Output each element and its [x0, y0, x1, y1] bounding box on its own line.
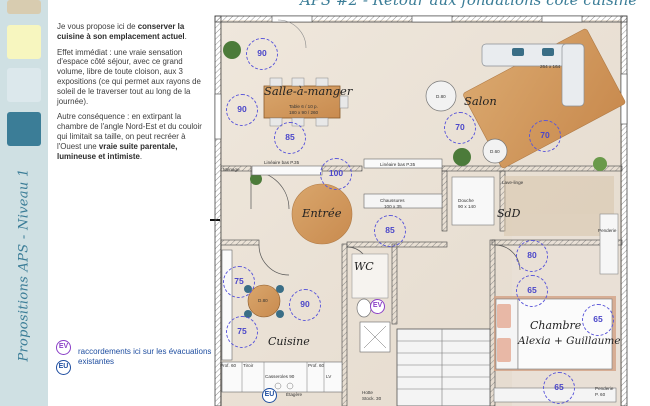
room-label-chambre: Chambre: [530, 319, 582, 332]
legend-text: raccordements ici sur les évacuations ex…: [78, 347, 212, 366]
room-label-sdd: SdD: [497, 207, 521, 220]
lux-circle: 70: [444, 112, 476, 144]
intro-p3-end: .: [139, 151, 143, 161]
annotation-table-dims: 180 x 90 / 260: [289, 110, 319, 115]
page-title: APS #2 - Retour aux fondations côté cuis…: [300, 0, 638, 9]
annotation-kitchen-6: Étagère: [286, 392, 303, 397]
annotation-kitchen-4: Prof. 60: [308, 363, 325, 368]
eu-badge: EU: [262, 388, 277, 403]
legend-eu-badge: EU: [56, 360, 71, 375]
sidebar: Propositions APS - Niveau 1: [0, 0, 48, 406]
color-swatch-beige: [7, 0, 41, 14]
lux-circle: 65: [543, 372, 575, 404]
lux-circle: 65: [582, 304, 614, 336]
intro-paragraph-2: Effet immédiat : une vraie sensation d'e…: [57, 47, 201, 106]
intro-p3-bold: vraie suite parentale, lumineuse et inti…: [57, 141, 178, 161]
room-label-chambre-occupants: Alexia + Guillaume: [518, 335, 621, 347]
annotation-douche: Douche: [458, 198, 474, 203]
annotation-bed-1: Penderie: [595, 386, 614, 391]
floor-plan: Salle-à-manger Salon Entrée SdD WC Chamb…: [212, 14, 630, 406]
room-label-wc: WC: [354, 260, 374, 273]
lux-circle: 85: [274, 122, 306, 154]
lux-circle: 70: [529, 120, 561, 152]
annotation-kitchen-3: Casseroles 90: [265, 374, 295, 379]
lux-circle: 90: [246, 38, 278, 70]
intro-p1-bold: conserver la cuisine à son emplacement a…: [57, 22, 185, 41]
annotation-douche-dims: 90 x 140: [458, 204, 476, 209]
annotation-side-table: D.60: [490, 149, 500, 154]
annotation-table: Table 6 / 10 p.: [289, 104, 318, 109]
room-label-salon: Salon: [464, 94, 497, 108]
lux-circle: 100: [320, 158, 352, 190]
intro-p1-start: Je vous propose ici de: [57, 22, 138, 31]
intro-p1-end: .: [184, 31, 187, 41]
annotation-kitchen-table: D.80: [258, 298, 268, 303]
annotation-lineaire-2: Linéaire bas P.35: [380, 162, 416, 167]
annotation-coffee-table: D.80: [436, 94, 446, 99]
sidebar-title: Propositions APS - Niveau 1: [16, 168, 32, 362]
intro-paragraph-3: Autre conséquence : en extirpant la cham…: [57, 112, 207, 161]
lux-circle: 75: [223, 266, 255, 298]
annotation-sofa: 264 x 164: [540, 64, 561, 69]
legend-ev-badge: EV: [56, 340, 71, 355]
annotation-lineaire-1: Linéaire bas P.35: [264, 160, 300, 165]
room-label-entree: Entrée: [302, 206, 342, 220]
annotation-menage: Ménage: [223, 167, 240, 172]
lux-circle: 80: [516, 240, 548, 272]
room-label-salle-a-manger: Salle-à-manger: [264, 84, 353, 98]
lux-circle: 75: [226, 316, 258, 348]
intro-p3-start: Autre conséquence : en extirpant la cham…: [57, 112, 202, 151]
annotation-kitchen-2: Tiroir: [243, 363, 254, 368]
lux-circle: 90: [289, 289, 321, 321]
intro-paragraph-1: Je vous propose ici de conserver la cuis…: [57, 22, 207, 42]
color-swatch-yellow: [7, 25, 41, 59]
color-swatch-teal: [7, 112, 41, 146]
annotation-wash: Lave-linge: [502, 180, 524, 185]
lux-circle: 85: [374, 215, 406, 247]
room-label-cuisine: Cuisine: [268, 335, 310, 348]
annotation-chaussures: Chaussures: [380, 198, 405, 203]
annotation-stairs-2: Stock. 30: [362, 396, 382, 401]
annotation-chaussures-dims: 100 x 35: [384, 204, 402, 209]
ev-badge: EV: [370, 299, 385, 314]
color-swatch-light-blue: [7, 68, 41, 102]
annotation-stairs-1: Hotte: [362, 390, 373, 395]
annotation-penderie: Penderie: [598, 228, 617, 233]
lux-circle: 90: [226, 94, 258, 126]
annotation-kitchen-1: Prof. 60: [220, 363, 237, 368]
intro-text: Je vous propose ici de conserver la cuis…: [57, 22, 207, 167]
annotation-kitchen-5: LV: [326, 374, 332, 379]
annotation-bed-2: P. 60: [595, 392, 606, 397]
lux-circle: 65: [516, 275, 548, 307]
